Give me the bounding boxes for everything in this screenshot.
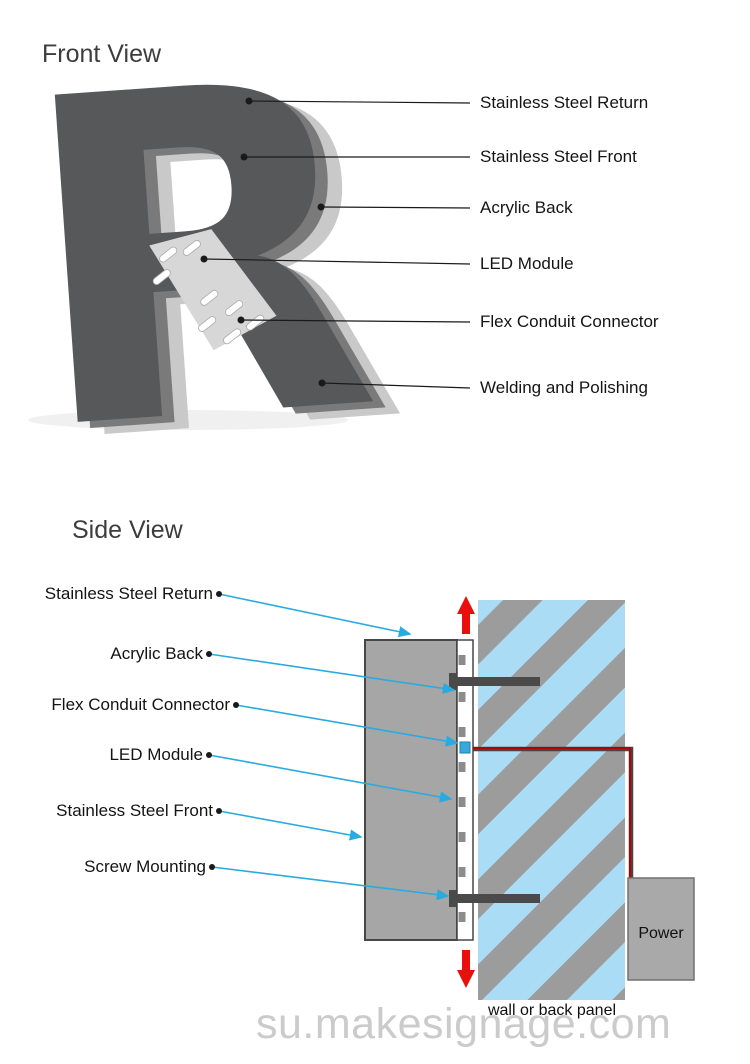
- callout-welding-and-polishing: Welding and Polishing: [480, 378, 648, 397]
- down-arrow-icon: [457, 950, 475, 988]
- wall-caption: wall or back panel: [487, 1002, 617, 1019]
- side-view-title: Side View: [72, 516, 183, 544]
- flex-conduit-connector-block: [459, 741, 471, 754]
- side-callout-stainless-steel-return: Stainless Steel Return: [44, 584, 213, 603]
- watermark-text: su.makesignage.com: [256, 1000, 672, 1048]
- side-leader-dots: [206, 591, 239, 870]
- power-supply-box: [627, 877, 695, 981]
- led-modules-strip: [458, 655, 466, 922]
- power-wire: [473, 746, 634, 880]
- led-module-dashes: [152, 240, 265, 345]
- side-callout-screw-mounting: Screw Mounting: [84, 857, 206, 876]
- side-leader-lines: [208, 593, 459, 901]
- callout-led-module: LED Module: [480, 254, 574, 273]
- callout-acrylic-back: Acrylic Back: [480, 198, 573, 217]
- side-callout-acrylic-back: Acrylic Back: [110, 644, 203, 663]
- side-callout-stainless-steel-front: Stainless Steel Front: [56, 801, 213, 820]
- wall-section: [478, 600, 625, 1000]
- letter-r-artwork: R R R: [7, 0, 416, 544]
- front-leader-lines: [203, 100, 471, 389]
- side-callout-led-module: LED Module: [109, 745, 203, 764]
- side-callout-flex-conduit-connector: Flex Conduit Connector: [51, 695, 230, 714]
- front-view-title: Front View: [42, 40, 162, 68]
- callout-flex-conduit-connector: Flex Conduit Connector: [480, 312, 659, 331]
- up-arrow-icon: [457, 596, 475, 634]
- front-view-illustration: R R R: [7, 0, 471, 544]
- front-leader-dots: [200, 97, 326, 387]
- callout-stainless-steel-front: Stainless Steel Front: [480, 147, 637, 166]
- letter-floor-shadow: [28, 410, 348, 430]
- callout-stainless-steel-return: Stainless Steel Return: [480, 93, 649, 112]
- side-view-illustration: [206, 591, 695, 1000]
- power-box-label: Power: [638, 925, 684, 942]
- mounting-screws: [449, 673, 540, 907]
- acrylic-back-strip: [456, 639, 474, 941]
